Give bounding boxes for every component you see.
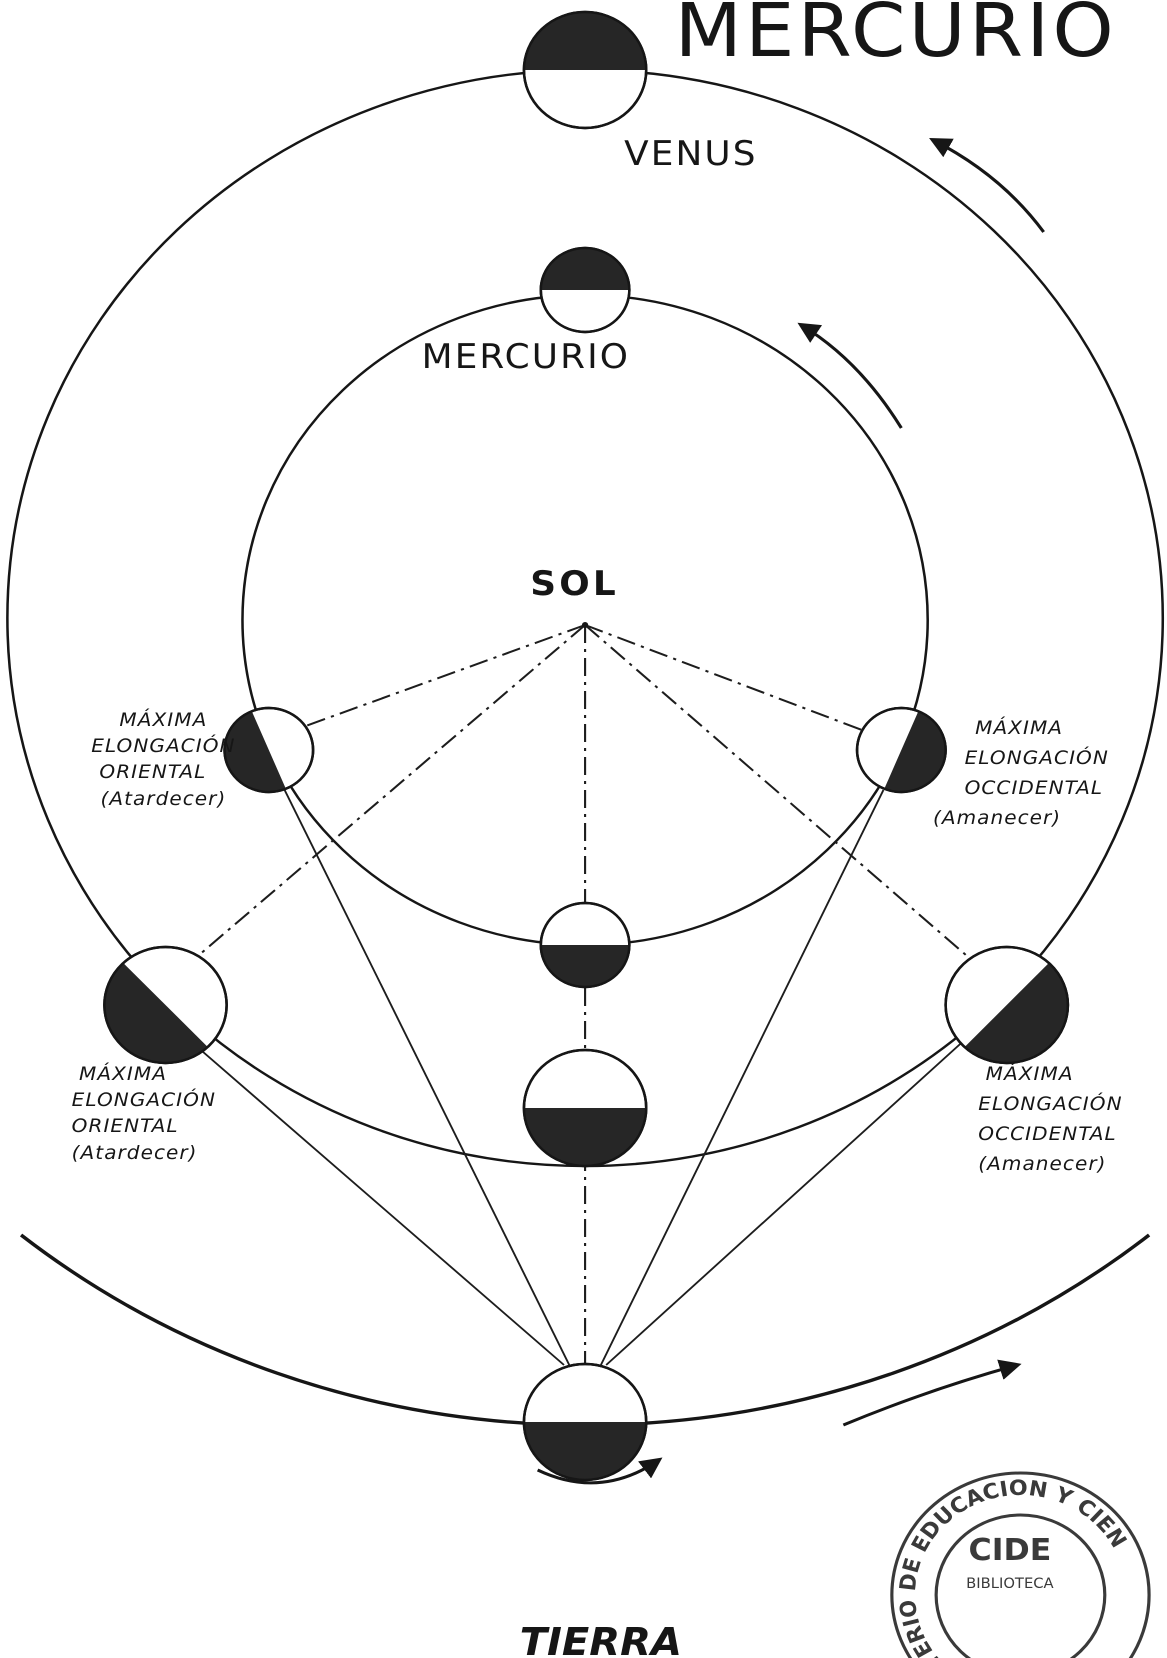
mercury-label: MERCURIO — [422, 338, 630, 377]
mercury-inferior-conjunction — [541, 903, 630, 987]
mercury-eastern-elongation-label: MÁXIMA ELONGACIÓN ORIENTAL (Atardecer) — [91, 708, 235, 809]
planet-dark-half — [541, 945, 630, 987]
earth-to-mercury-eastern-line — [285, 790, 570, 1365]
label-line: OCCIDENTAL — [965, 776, 1103, 798]
mercury-western-elongation — [857, 708, 959, 805]
label-line: OCCIDENTAL — [978, 1122, 1116, 1144]
sun-to-mercury-western-line — [585, 625, 901, 745]
label-line: MÁXIMA — [986, 1062, 1074, 1084]
label-line: (Atardecer) — [100, 787, 226, 809]
sun-point — [582, 622, 588, 628]
planet-dark-half — [524, 1108, 646, 1166]
library-stamp: TERIO DE EDUCACION Y CIEN CIDE BIBLIOTEC… — [892, 1473, 1149, 1658]
venus-label: VENUS — [624, 135, 757, 174]
label-line: (Atardecer) — [72, 1141, 198, 1163]
label-line: ELONGACIÓN — [978, 1092, 1122, 1115]
mercury-orbit-arrow-icon — [801, 325, 901, 428]
venus-eastern-elongation-label: MÁXIMA ELONGACIÓN ORIENTAL (Atardecer) — [72, 1062, 216, 1163]
venus-superior-conjunction — [524, 12, 646, 128]
earth — [524, 1364, 646, 1480]
earth-orbit-arrow-icon — [843, 1365, 1017, 1425]
earth-label: TIERRA — [520, 1621, 682, 1658]
mercury-superior-conjunction — [541, 248, 630, 332]
earth-to-venus-western-line — [606, 1040, 964, 1365]
label-line: ELONGACIÓN — [72, 1088, 216, 1111]
planet-dark-half — [524, 12, 646, 70]
label-line: (Amanecer) — [978, 1152, 1106, 1174]
label-line: MÁXIMA — [119, 708, 207, 730]
venus-orbit-arrow-icon — [933, 140, 1044, 232]
label-line: ORIENTAL — [99, 760, 206, 782]
sun-label: SOL — [530, 565, 619, 604]
earth-to-mercury-western-line — [601, 790, 884, 1365]
earth-to-venus-eastern-line — [195, 1045, 564, 1365]
venus-inferior-conjunction — [524, 1050, 646, 1166]
label-line: ORIENTAL — [72, 1114, 179, 1136]
mercury-western-elongation-label: MÁXIMA ELONGACIÓN OCCIDENTAL (Amanecer) — [933, 716, 1109, 828]
label-line: MÁXIMA — [975, 716, 1063, 738]
label-line: MÁXIMA — [79, 1062, 167, 1084]
stamp-subtitle: BIBLIOTECA — [966, 1576, 1054, 1592]
label-line: ELONGACIÓN — [91, 734, 235, 757]
venus-western-elongation-label: MÁXIMA ELONGACIÓN OCCIDENTAL (Amanecer) — [978, 1062, 1122, 1174]
label-line: ELONGACIÓN — [965, 746, 1109, 769]
page-title: MERCURIO — [675, 0, 1117, 74]
label-line: (Amanecer) — [933, 806, 1061, 828]
stamp-name: CIDE — [969, 1533, 1052, 1568]
planet-dark-half — [541, 248, 630, 290]
